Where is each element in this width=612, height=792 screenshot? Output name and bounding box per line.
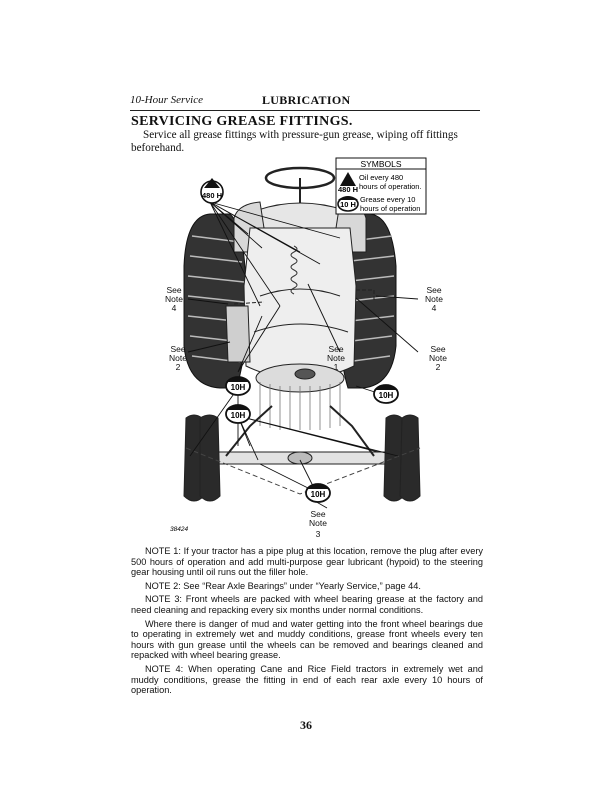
callout-grease-10h-c: 10H (373, 384, 399, 404)
svg-text:10H: 10H (379, 391, 394, 400)
svg-text:Note: Note (327, 353, 345, 363)
svg-text:10H: 10H (231, 383, 246, 392)
figure-number: 38424 (170, 526, 188, 533)
see-note-2-right: See Note 2 (429, 344, 447, 372)
note-3-continued: Where there is danger of mud and water g… (131, 618, 483, 661)
legend-oil-line1: Oil every 480 (359, 173, 403, 182)
note-3: NOTE 3: Front wheels are packed with whe… (131, 594, 483, 615)
svg-text:4: 4 (172, 303, 177, 313)
legend-oil-symbol: 480 H (338, 185, 358, 194)
legend-heading: SYMBOLS (360, 159, 401, 169)
legend-grease-symbol: 10 H (340, 200, 356, 209)
note-2: NOTE 2: See “Rear Axle Bearings” under “… (145, 580, 421, 591)
see-note-4-right: See Note 4 (425, 285, 443, 313)
svg-text:See: See (328, 344, 343, 354)
svg-text:Note: Note (165, 294, 183, 304)
see-note-4-left: See Note 4 (165, 285, 183, 313)
svg-text:10H: 10H (231, 411, 246, 420)
see-note-1: See Note 1 (327, 344, 345, 372)
svg-text:Note: Note (429, 353, 447, 363)
legend-grease-line1: Grease every 10 (360, 195, 415, 204)
symbols-legend: SYMBOLS 480 H Oil every 480 hours of ope… (335, 157, 427, 215)
header-section: 10-Hour Service (130, 94, 204, 106)
svg-text:10H: 10H (311, 490, 326, 499)
intro-paragraph: Service all grease fittings with pressur… (131, 129, 458, 154)
tractor-lubrication-diagram: SYMBOLS 480 H Oil every 480 hours of ope… (130, 156, 480, 544)
svg-text:Note: Note (169, 353, 187, 363)
tractor-illustration: SYMBOLS 480 H Oil every 480 hours of ope… (165, 157, 447, 539)
legend-oil-line2: hours of operation. (359, 182, 422, 191)
oil-drop-icon (340, 172, 356, 186)
legend-grease-line2: hours of operation (360, 204, 420, 213)
svg-text:2: 2 (436, 362, 441, 372)
callout-grease-10h-a: 10H (225, 376, 251, 396)
svg-text:Note: Note (425, 294, 443, 304)
svg-text:2: 2 (176, 362, 181, 372)
svg-text:See: See (426, 285, 441, 295)
notes-section: NOTE 1: If your tractor has a pipe plug … (131, 546, 483, 699)
tractor-hood (243, 227, 357, 430)
svg-text:See: See (430, 344, 445, 354)
svg-text:1: 1 (334, 362, 339, 372)
front-right-tire (383, 414, 421, 502)
page-number: 36 (300, 718, 312, 732)
svg-text:3: 3 (316, 529, 321, 539)
callout-grease-10h-b: 10H (225, 404, 251, 424)
callout-oil-480h: 480 H (200, 178, 224, 204)
seat (257, 202, 345, 229)
svg-text:480 H: 480 H (202, 191, 222, 200)
svg-text:See: See (170, 344, 185, 354)
svg-text:See: See (310, 509, 325, 519)
see-note-3: See Note 3 (309, 509, 327, 539)
svg-text:4: 4 (432, 303, 437, 313)
header-chapter: LUBRICATION (262, 93, 351, 107)
section-title: SERVICING GREASE FITTINGS. (131, 114, 353, 129)
running-header: 10-Hour Service LUBRICATION (130, 93, 480, 111)
note-1: NOTE 1: If your tractor has a pipe plug … (131, 546, 483, 578)
note-4: NOTE 4: When operating Cane and Rice Fie… (131, 663, 483, 696)
front-left-tire (183, 414, 221, 502)
see-note-2-left: See Note 2 (169, 344, 187, 372)
svg-text:Note: Note (309, 518, 327, 528)
svg-text:See: See (166, 285, 181, 295)
callout-grease-10h-d: 10H (305, 483, 331, 503)
